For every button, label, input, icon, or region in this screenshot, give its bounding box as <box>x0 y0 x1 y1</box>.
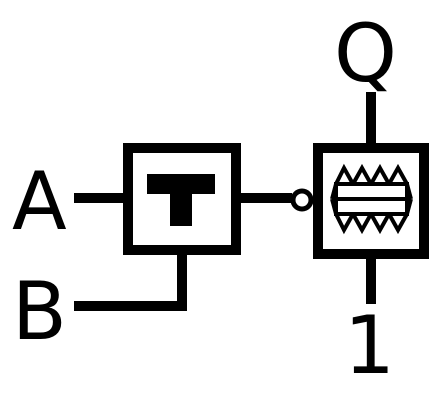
t-shape-icon <box>147 174 215 226</box>
inversion-bubble-icon <box>290 188 314 212</box>
input-a-label: A <box>12 155 67 248</box>
input-b-label: B <box>12 265 67 358</box>
constant-input-label: 1 <box>344 299 395 392</box>
zigzag-bar-icon <box>330 163 413 235</box>
output-q-label: Q <box>334 7 397 100</box>
wire-b <box>74 248 187 311</box>
